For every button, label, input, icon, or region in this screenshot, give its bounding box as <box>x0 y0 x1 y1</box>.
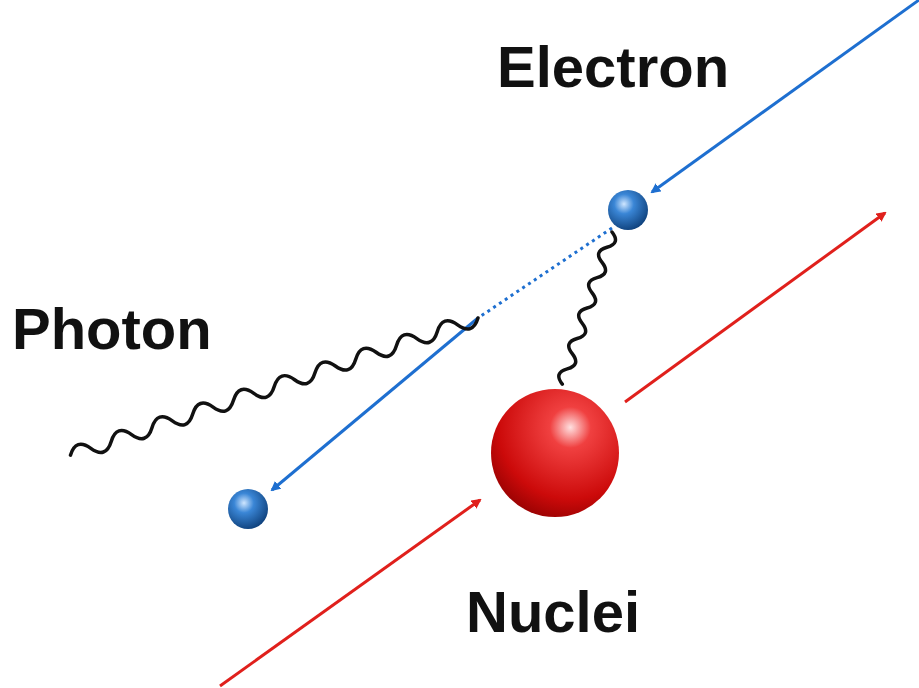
particle-label: Nuclei <box>466 583 640 641</box>
electron-ball <box>228 489 268 529</box>
particle-label: Electron <box>497 38 729 96</box>
electron-path <box>652 0 919 192</box>
particle-label: Photon <box>12 300 212 358</box>
virtual-photon-wave <box>557 230 618 386</box>
nucleus-path <box>220 500 480 686</box>
nucleus-ball <box>491 389 619 517</box>
electron-ball <box>608 190 648 230</box>
nucleus-path <box>625 213 885 402</box>
electron-path <box>272 318 478 490</box>
